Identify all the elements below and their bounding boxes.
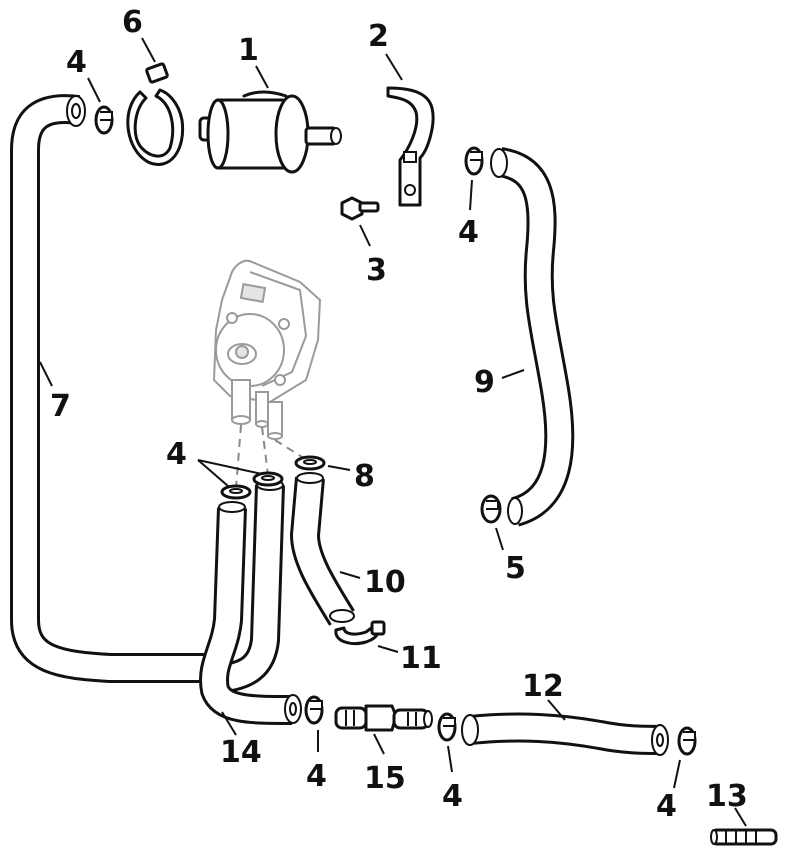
screw bbox=[340, 196, 380, 221]
clamp-4-top-left bbox=[94, 105, 114, 135]
clamp-4-bottom-a bbox=[304, 695, 324, 725]
hose-14 bbox=[199, 479, 302, 725]
fuel-pump bbox=[212, 259, 322, 440]
callout-1: 1 bbox=[238, 33, 259, 68]
callout-13: 13 bbox=[706, 779, 748, 814]
barb-fitting bbox=[710, 828, 778, 846]
clamp-8 bbox=[294, 455, 326, 471]
callout-4-right: 4 bbox=[458, 215, 479, 250]
callout-6: 6 bbox=[122, 5, 143, 40]
clamp-4-bottom-b bbox=[437, 712, 457, 742]
hose-9 bbox=[490, 147, 575, 527]
callout-4-bottom-b: 4 bbox=[442, 779, 463, 814]
callout-15: 15 bbox=[364, 761, 406, 796]
hose-12 bbox=[461, 712, 669, 756]
callout-10: 10 bbox=[364, 565, 406, 600]
fuel-filter bbox=[198, 90, 342, 174]
hose-7 bbox=[10, 94, 230, 683]
mounting-bracket bbox=[386, 86, 435, 207]
clamp-11 bbox=[334, 620, 386, 645]
callout-4-bottom-c: 4 bbox=[656, 789, 677, 824]
callout-4-pump: 4 bbox=[166, 437, 187, 472]
clamp-4-pump-a bbox=[220, 484, 252, 500]
callout-5: 5 bbox=[505, 551, 526, 586]
leader-lines bbox=[39, 37, 747, 827]
clamp-4-right bbox=[464, 146, 484, 176]
strap-clamp bbox=[126, 62, 185, 166]
callout-8: 8 bbox=[354, 459, 375, 494]
hose-10 bbox=[290, 472, 355, 626]
callout-9: 9 bbox=[474, 365, 495, 400]
fuel-connector bbox=[334, 704, 433, 732]
clamp-4-pump-b bbox=[252, 471, 284, 487]
callout-4-top-left: 4 bbox=[66, 45, 87, 80]
callout-12: 12 bbox=[522, 669, 564, 704]
callout-labels: 1 2 3 4 4 4 4 4 4 5 6 7 8 9 10 11 12 13 … bbox=[50, 5, 748, 824]
callout-2: 2 bbox=[368, 19, 389, 54]
callout-14: 14 bbox=[220, 735, 262, 770]
callout-4-bottom-a: 4 bbox=[306, 759, 327, 794]
callout-11: 11 bbox=[400, 641, 442, 676]
clamp-4-bottom-c bbox=[677, 726, 697, 756]
clamp-5 bbox=[480, 494, 502, 524]
callout-7: 7 bbox=[50, 389, 71, 424]
callout-3: 3 bbox=[366, 253, 387, 288]
